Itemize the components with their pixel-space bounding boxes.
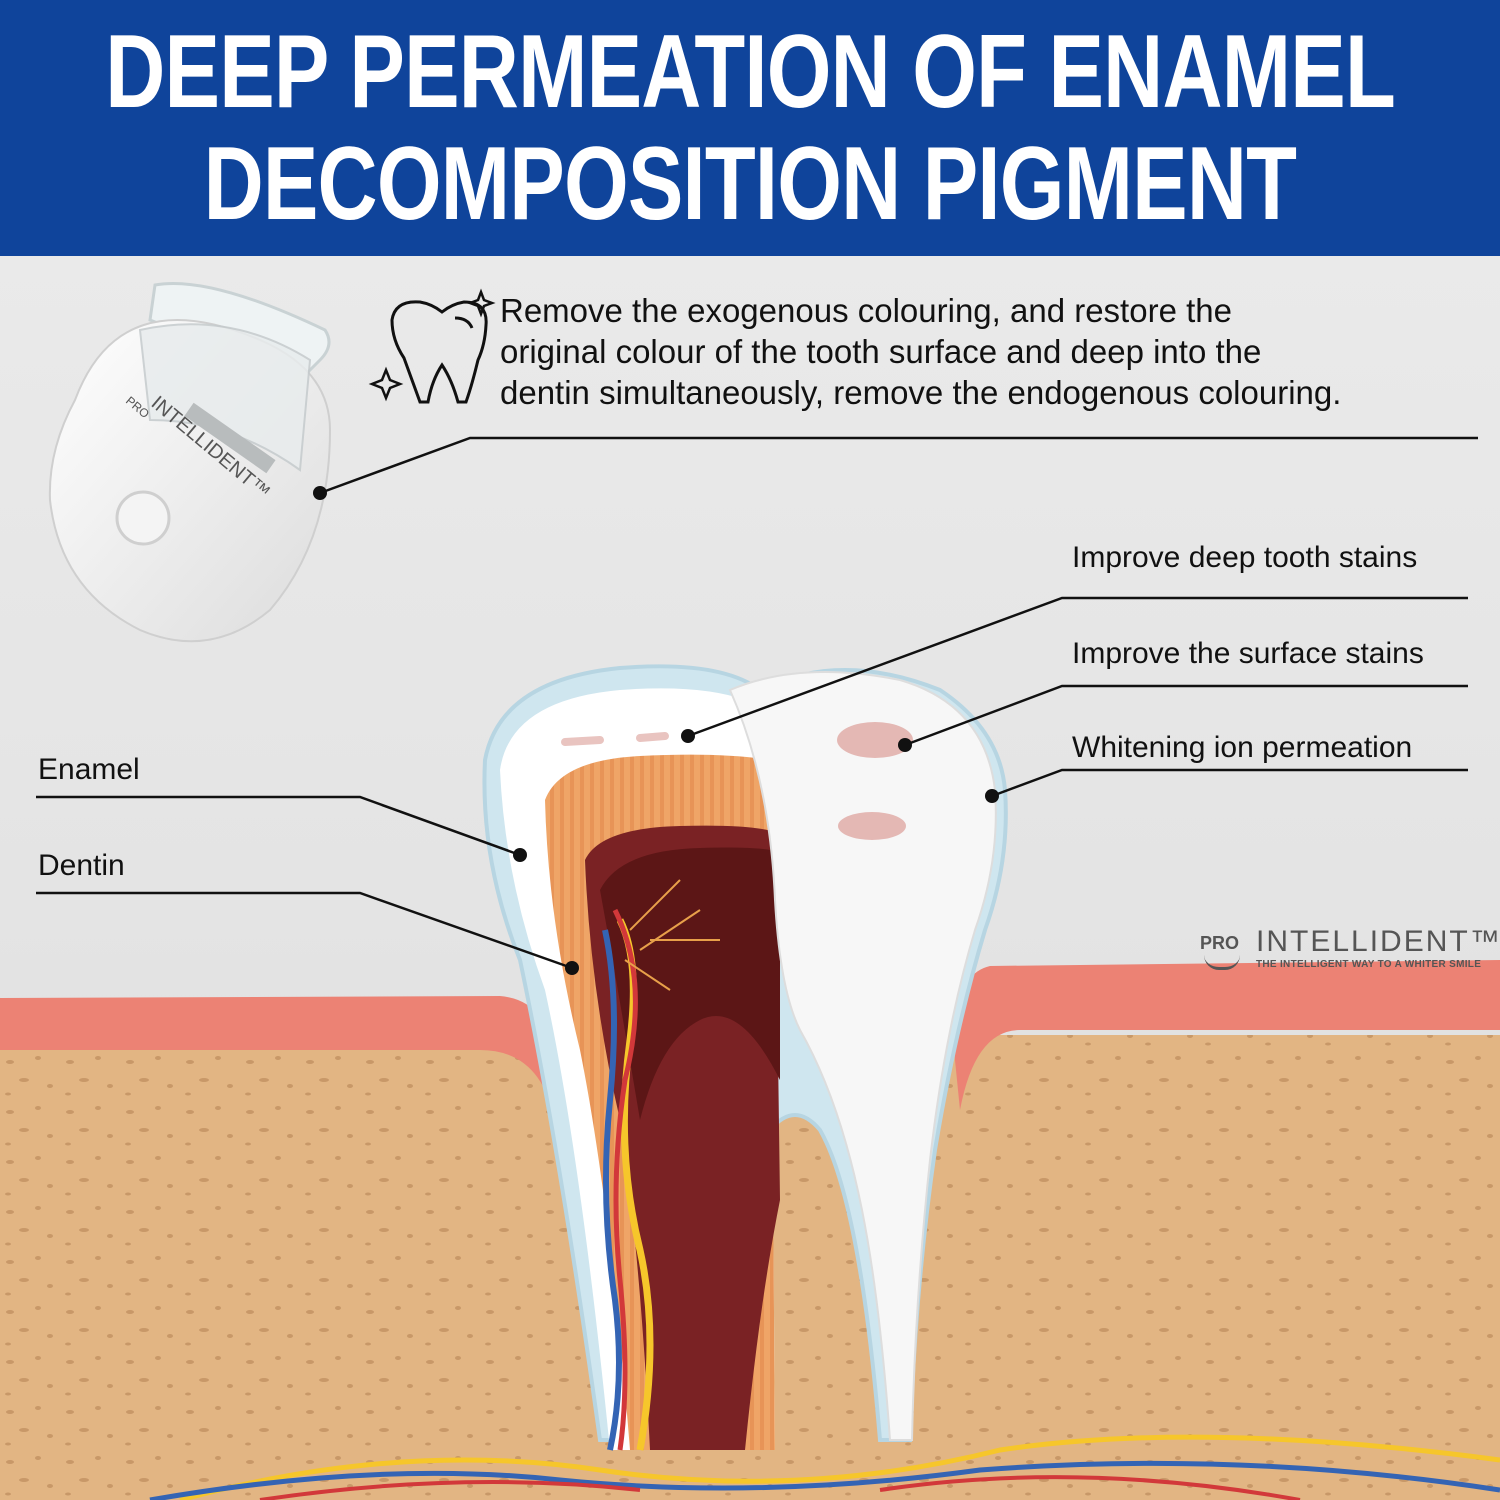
smile-icon xyxy=(1204,955,1240,970)
gum-band xyxy=(0,996,555,1120)
surface-stain-1 xyxy=(837,722,913,758)
leader-dentin xyxy=(36,891,573,970)
intro-line-2: original colour of the tooth surface and… xyxy=(500,333,1262,370)
leader-deep-stains xyxy=(687,596,1468,738)
leader-lines xyxy=(36,436,1478,970)
whitening-device-image: PRO INTELLIDENT™ xyxy=(48,281,332,643)
tooth-right-half xyxy=(728,671,997,1441)
title-banner: DEEP PERMEATION OF ENAMEL DECOMPOSITION … xyxy=(0,0,1500,256)
vessels-bottom-red xyxy=(259,1475,1301,1500)
label-enamel: Enamel xyxy=(38,753,140,786)
leader-dots xyxy=(313,486,999,975)
label-surface-stains: Improve the surface stains xyxy=(1072,637,1424,670)
logo-tagline: THE INTELLIGENT WAY TO A WHITER SMILE xyxy=(1256,959,1482,970)
leader-surface-stains xyxy=(904,684,1468,747)
brand-logo: PRO INTELLIDENT™ THE INTELLIGENT WAY TO … xyxy=(1200,925,1500,975)
logo-brand: INTELLIDENT™ xyxy=(1256,925,1500,958)
sparkling-tooth-icon xyxy=(368,288,496,404)
label-deep-stains: Improve deep tooth stains xyxy=(1072,541,1418,574)
nerve-red xyxy=(612,908,638,1451)
intro-line-3: dentin simultaneously, remove the endoge… xyxy=(500,374,1342,411)
gum-band-right xyxy=(954,960,1500,1110)
vessels-bottom-blue xyxy=(149,1460,1500,1500)
nerve-branches xyxy=(624,879,720,991)
leader-ion xyxy=(991,768,1468,798)
label-ion-permeation: Whitening ion permeation xyxy=(1072,731,1413,764)
nerve-blue xyxy=(602,929,622,1451)
title-line-2: DECOMPOSITION PIGMENT xyxy=(203,126,1297,242)
intro-line-1: Remove the exogenous colouring, and rest… xyxy=(500,292,1232,329)
leader-device xyxy=(319,436,1478,495)
tooth-cross-section-illustration: PRO INTELLIDENT™ xyxy=(0,281,1500,1500)
label-dentin: Dentin xyxy=(38,849,125,882)
deep-stain-dashes xyxy=(561,732,669,746)
intro-text: Remove the exogenous colouring, and rest… xyxy=(500,290,1341,413)
leader-enamel xyxy=(36,795,521,857)
logo-pro: PRO xyxy=(1200,933,1240,953)
title-line-1: DEEP PERMEATION OF ENAMEL xyxy=(105,14,1396,130)
surface-stain-2 xyxy=(838,812,906,840)
vessels-bottom-yellow xyxy=(179,1434,1500,1500)
